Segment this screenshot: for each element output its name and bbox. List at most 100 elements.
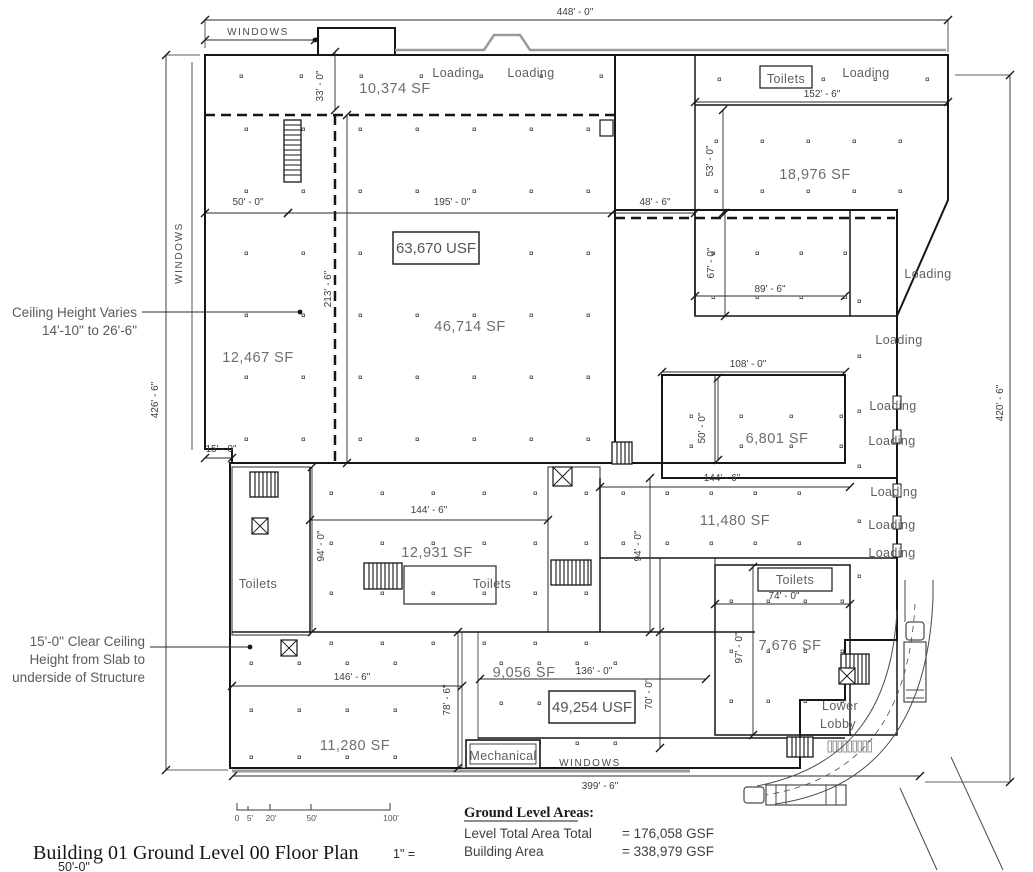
dim-195: 195' - 0" bbox=[434, 197, 471, 208]
scalebar-50: 50' bbox=[306, 813, 317, 823]
usf-label-63670: 63,670 USF bbox=[396, 240, 476, 257]
loading-label-2: Loading bbox=[507, 66, 554, 80]
dim-bottom: 399' - 6" bbox=[582, 781, 619, 792]
area-label-6801: 6,801 SF bbox=[746, 431, 809, 447]
usf-box-63670 bbox=[392, 231, 480, 265]
scale-bar-line bbox=[236, 803, 391, 811]
dim-48: 48' - 6" bbox=[639, 197, 670, 208]
area-label-11480: 11,480 SF bbox=[700, 513, 770, 529]
lower-lobby-line2: Lobby bbox=[820, 717, 856, 731]
toilets-box-top bbox=[759, 65, 813, 89]
building-masses bbox=[204, 27, 949, 769]
road-edges-east bbox=[904, 580, 934, 622]
legend-row1-label: Level Total Area Total bbox=[464, 826, 592, 841]
sheet-title-scale-value: 50'-0" bbox=[58, 860, 90, 872]
dim-70: 70' - 0" bbox=[644, 678, 655, 709]
lobby-walls bbox=[800, 640, 898, 736]
dim-213: 213' - 6" bbox=[323, 270, 334, 307]
truck-vertical bbox=[903, 621, 927, 703]
center-toilets-room bbox=[403, 565, 497, 605]
site-elements bbox=[743, 580, 1004, 871]
loading-label-1: Loading bbox=[432, 66, 479, 80]
mechanical-label: Mechanical bbox=[469, 749, 536, 763]
block-7676-border bbox=[714, 564, 851, 736]
loading-label-10: Loading bbox=[868, 546, 915, 560]
dim-152: 152' - 6" bbox=[804, 89, 841, 100]
dim-94-right: 94' - 0" bbox=[633, 530, 644, 561]
roof-bump-out bbox=[317, 27, 396, 56]
dim-97: 97' - 0" bbox=[734, 632, 745, 663]
dim-right: 420' - 6" bbox=[995, 384, 1006, 421]
area-label-11280: 11,280 SF bbox=[320, 738, 390, 754]
road-arc-inner bbox=[756, 609, 898, 787]
dim-144-right: 144' - 6" bbox=[704, 473, 741, 484]
dim-33: 33' - 0" bbox=[315, 70, 326, 101]
ceiling-note-line1: Ceiling Height Varies bbox=[12, 305, 137, 320]
toilets-label-center: Toilets bbox=[473, 577, 511, 591]
area-label-12467: 12,467 SF bbox=[222, 350, 293, 366]
sheet-title: Building 01 Ground Level 00 Floor Plan bbox=[33, 842, 359, 864]
label-boxes bbox=[392, 65, 833, 769]
dim-15: 15' - 0" bbox=[205, 444, 236, 455]
dim-136: 136' - 0" bbox=[576, 666, 613, 677]
road-edges-southeast bbox=[899, 756, 1004, 871]
leader-lines bbox=[142, 37, 318, 650]
legend-row2-value: = 338,979 GSF bbox=[622, 844, 714, 859]
scalebar-20: 20' bbox=[265, 813, 276, 823]
dim-67: 67' - 0" bbox=[706, 247, 717, 278]
dim-89: 89' - 6" bbox=[754, 284, 785, 295]
windows-label-bottom: WINDOWS bbox=[559, 758, 621, 769]
clear-note-leader-dot bbox=[247, 644, 253, 650]
loading-label-7: Loading bbox=[868, 434, 915, 448]
dim-94-left: 94' - 0" bbox=[316, 530, 327, 561]
ceiling-note-leader-dot bbox=[297, 309, 303, 315]
area-label-10374: 10,374 SF bbox=[359, 81, 430, 97]
loading-label-5: Loading bbox=[875, 333, 922, 347]
sheet-title-scale-prefix: 1" = bbox=[393, 847, 415, 861]
legend-row1-value: = 176,058 GSF bbox=[622, 826, 714, 841]
windows-dim-dot bbox=[312, 37, 318, 43]
scalebar-0: 0 bbox=[235, 813, 240, 823]
lower-lobby-line1: Lower bbox=[822, 699, 858, 713]
clear-note-line1: 15'-0" Clear Ceiling bbox=[30, 634, 145, 649]
dim-108: 108' - 0" bbox=[730, 359, 767, 370]
interior-walls bbox=[205, 33, 948, 773]
ceiling-note-line2: 14'-10" to 26'-6" bbox=[42, 323, 137, 338]
area-label-46714: 46,714 SF bbox=[434, 319, 505, 335]
drawing-text: 448' - 0" 426' - 6" 420' - 6" 399' - 6" … bbox=[12, 7, 1006, 872]
loading-label-4: Loading bbox=[904, 267, 951, 281]
lower-slab bbox=[229, 462, 898, 769]
mechanical-box-inner bbox=[469, 743, 537, 765]
clear-note-line2: Height from Slab to bbox=[29, 652, 145, 667]
dim-50-top: 50' - 0" bbox=[232, 197, 263, 208]
truck-horizontal bbox=[743, 784, 847, 806]
area-label-7676: 7,676 SF bbox=[759, 638, 822, 654]
dim-left: 426' - 6" bbox=[150, 381, 161, 418]
windows-label-left: WINDOWS bbox=[174, 222, 185, 284]
mechanical-box-outer bbox=[465, 739, 541, 769]
loading-label-8: Loading bbox=[870, 485, 917, 499]
block-6801 bbox=[661, 374, 846, 464]
windows-label-top: WINDOWS bbox=[227, 27, 289, 38]
toilets-box-right bbox=[757, 567, 833, 592]
clear-note-line3: underside of Structure bbox=[12, 670, 145, 685]
area-label-12931: 12,931 SF bbox=[401, 545, 472, 561]
area-label-18976: 18,976 SF bbox=[779, 167, 850, 183]
road-arc-outer bbox=[774, 597, 934, 805]
dim-144-left: 144' - 6" bbox=[411, 505, 448, 516]
area-label-9056: 9,056 SF bbox=[493, 665, 556, 681]
toilets-label-right: Toilets bbox=[776, 573, 814, 587]
upper-right-block bbox=[614, 54, 949, 317]
dim-74: 74' - 0" bbox=[768, 591, 799, 602]
canopy-line bbox=[395, 33, 946, 52]
white-rooms bbox=[231, 466, 716, 769]
block-89ft bbox=[694, 209, 851, 317]
toilets-label-west: Toilets bbox=[239, 577, 277, 591]
toilets-label-top: Toilets bbox=[767, 72, 805, 86]
dim-146: 146' - 6" bbox=[334, 672, 371, 683]
center-corridor bbox=[547, 466, 601, 633]
scale-bar bbox=[236, 803, 391, 811]
generated-decorations bbox=[161, 15, 1015, 787]
